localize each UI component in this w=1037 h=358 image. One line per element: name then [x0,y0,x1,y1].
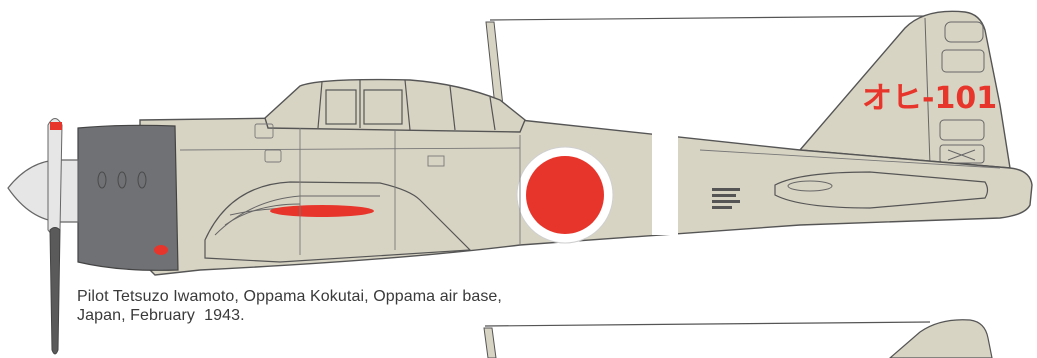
next-profile-partial [483,319,993,358]
canopy [264,78,526,133]
caption-line-2: Japan, February 1943. [77,307,245,324]
wing-red-stripe [270,205,374,217]
canopy-frames [317,79,496,131]
rudder-detail [924,17,985,166]
horizontal-stabilizer [774,171,989,209]
fuselage-band [652,133,678,235]
data-stencil [712,188,740,209]
exhaust-stubs [97,171,147,189]
wing-root [204,181,472,263]
caption-line-1: Pilot Tetsuzo Iwamoto, Oppama Kokutai, O… [77,288,502,305]
engine-cowling [77,124,179,271]
tail-fin [798,10,1011,169]
tail-code: オヒ-101 [862,81,997,116]
hinomaru-insignia [516,146,614,244]
fuselage-panel-lines [179,123,1001,255]
exhaust-red-marker [154,245,168,255]
propeller [7,118,79,355]
profile-caption: Pilot Tetsuzo Iwamoto, Oppama Kokutai, O… [77,287,502,325]
